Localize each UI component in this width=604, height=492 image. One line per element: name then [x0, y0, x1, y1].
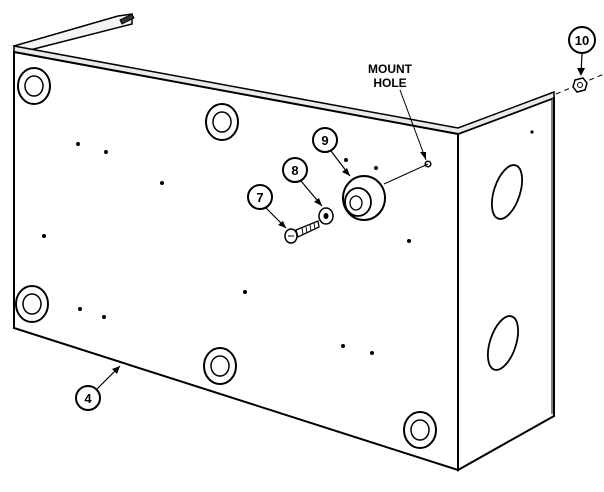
mount-label-line1: MOUNT	[368, 62, 413, 76]
callout-7: 7	[247, 184, 287, 229]
assembly-axis-lines	[383, 73, 604, 185]
front-panel	[13, 50, 459, 472]
side-holes	[487, 130, 534, 371]
grommet-bottom-middle	[203, 347, 237, 385]
corner-grommets	[15, 67, 437, 449]
callout-9: 9	[312, 127, 351, 177]
callout-8-label: 8	[291, 163, 298, 178]
mount-label-line2: HOLE	[373, 76, 406, 90]
nut-part-10	[572, 77, 588, 93]
callout-8: 8	[282, 157, 323, 207]
top-flange	[12, 13, 135, 53]
callout-10-label: 10	[575, 33, 589, 48]
callout-4-label: 4	[84, 391, 92, 406]
callout-9-label: 9	[321, 133, 328, 148]
callout-10: 10	[568, 26, 596, 76]
screw-part-7	[284, 220, 320, 244]
washer-part-8	[318, 207, 334, 225]
grommet-part-9	[342, 175, 386, 221]
side-panel	[457, 96, 555, 472]
panel-holes	[42, 142, 411, 355]
grommet-top-left	[17, 67, 51, 105]
callout-7-label: 7	[256, 190, 263, 205]
grommet-bottom-left	[15, 285, 49, 323]
mount-hole-label: MOUNT HOLE	[368, 62, 427, 161]
grommet-top-middle	[205, 103, 239, 141]
callout-4: 4	[75, 365, 121, 411]
grommet-bottom-right	[403, 411, 437, 449]
